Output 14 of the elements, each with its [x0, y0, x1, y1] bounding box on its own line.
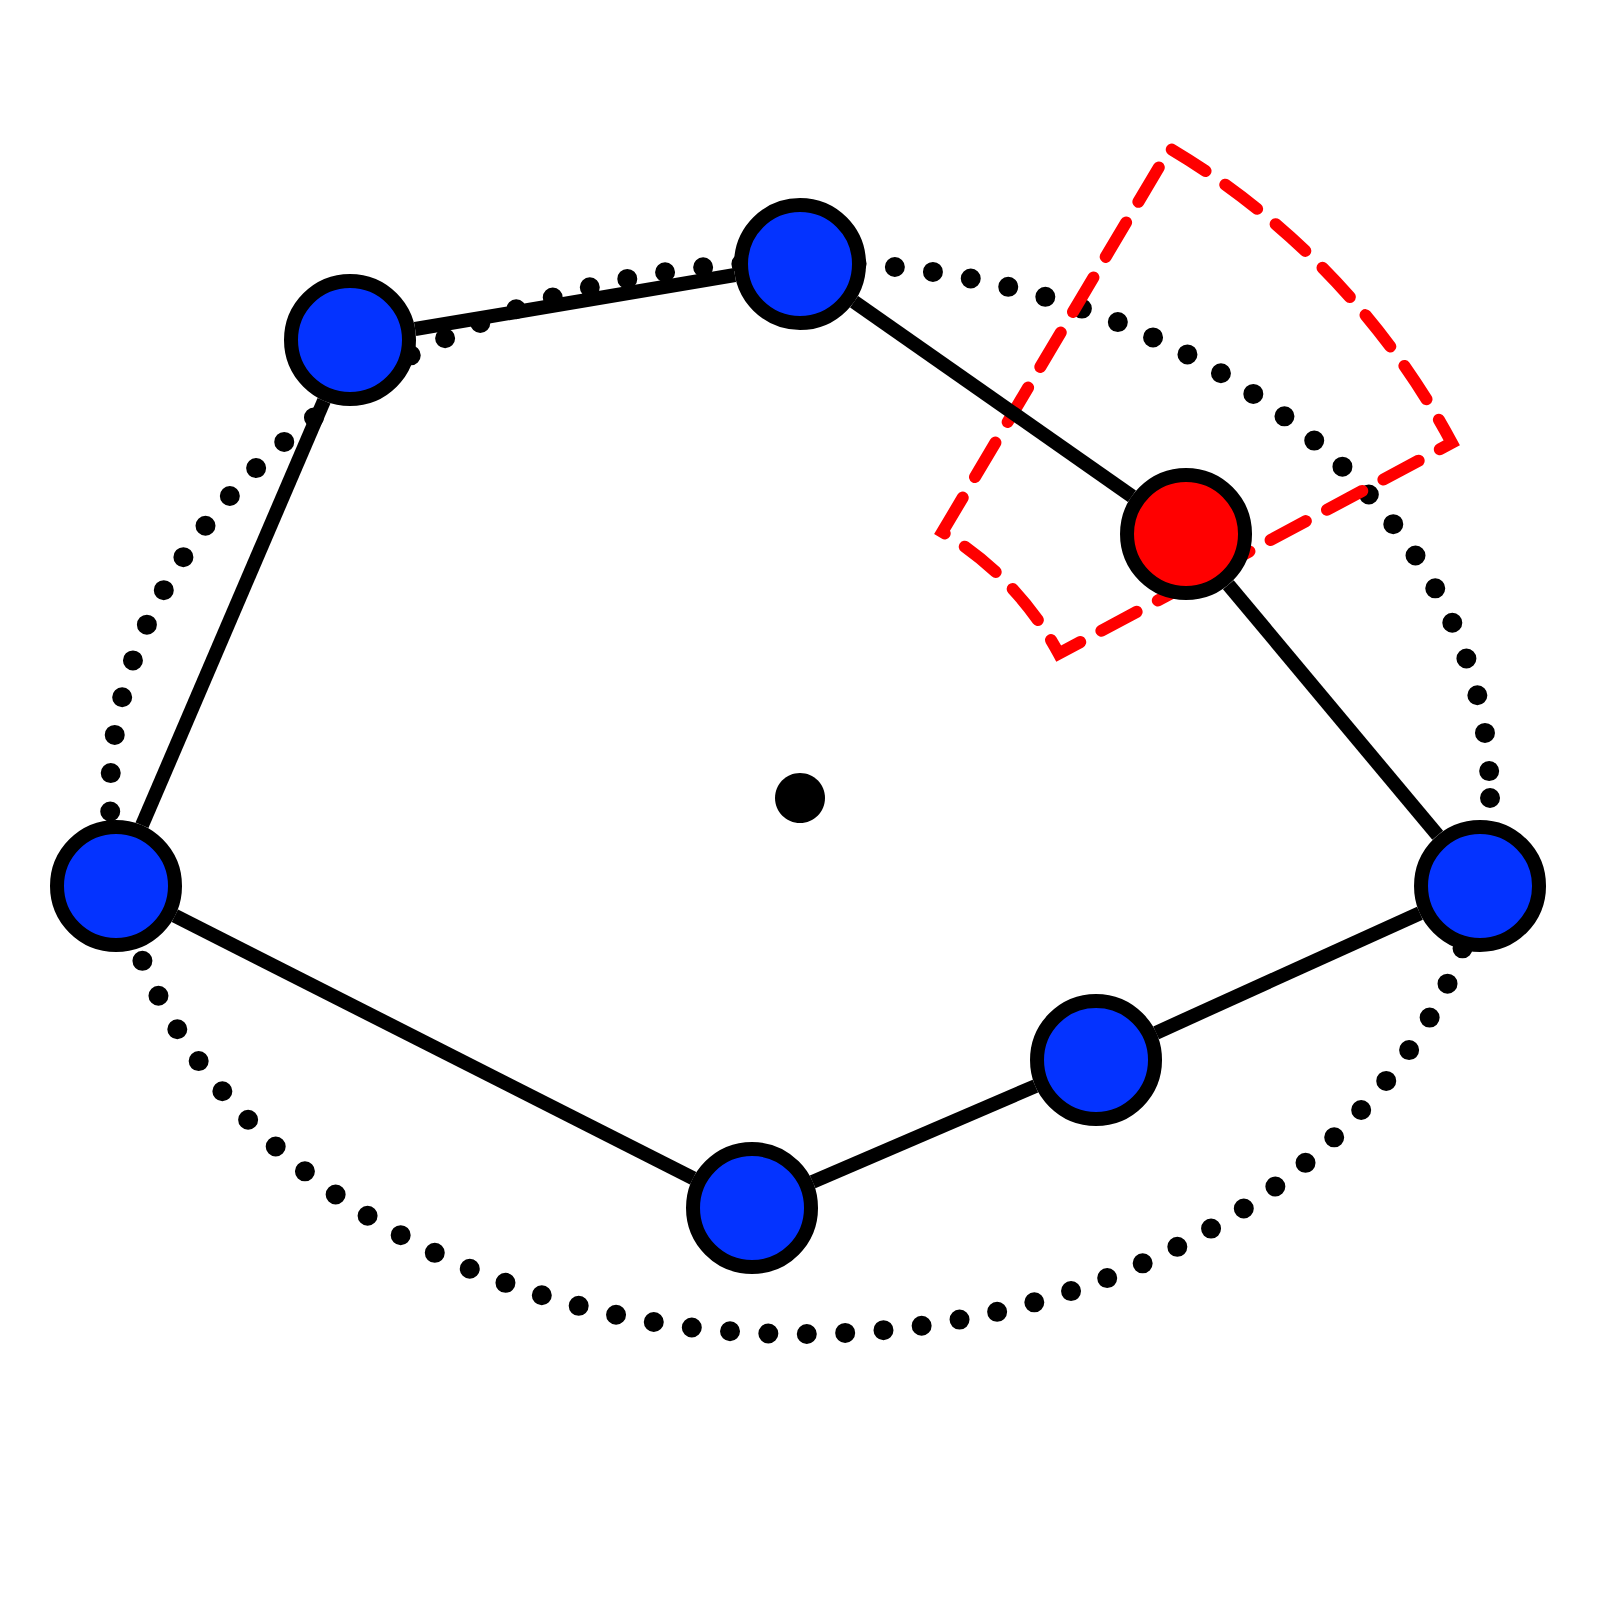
node-circle	[1120, 468, 1252, 600]
node-circle	[686, 1142, 818, 1274]
node-circle	[284, 274, 416, 406]
node-circle	[734, 198, 866, 330]
connector-line	[850, 296, 1136, 502]
connector-line	[171, 909, 697, 1185]
node-circle	[50, 820, 182, 952]
connector-line	[135, 397, 331, 829]
connector-line	[809, 1079, 1039, 1189]
connector-line	[413, 268, 737, 336]
connector-line	[1153, 906, 1423, 1040]
connector-line	[1222, 580, 1444, 840]
node-circle	[1414, 820, 1547, 952]
node-circle	[1030, 994, 1162, 1126]
